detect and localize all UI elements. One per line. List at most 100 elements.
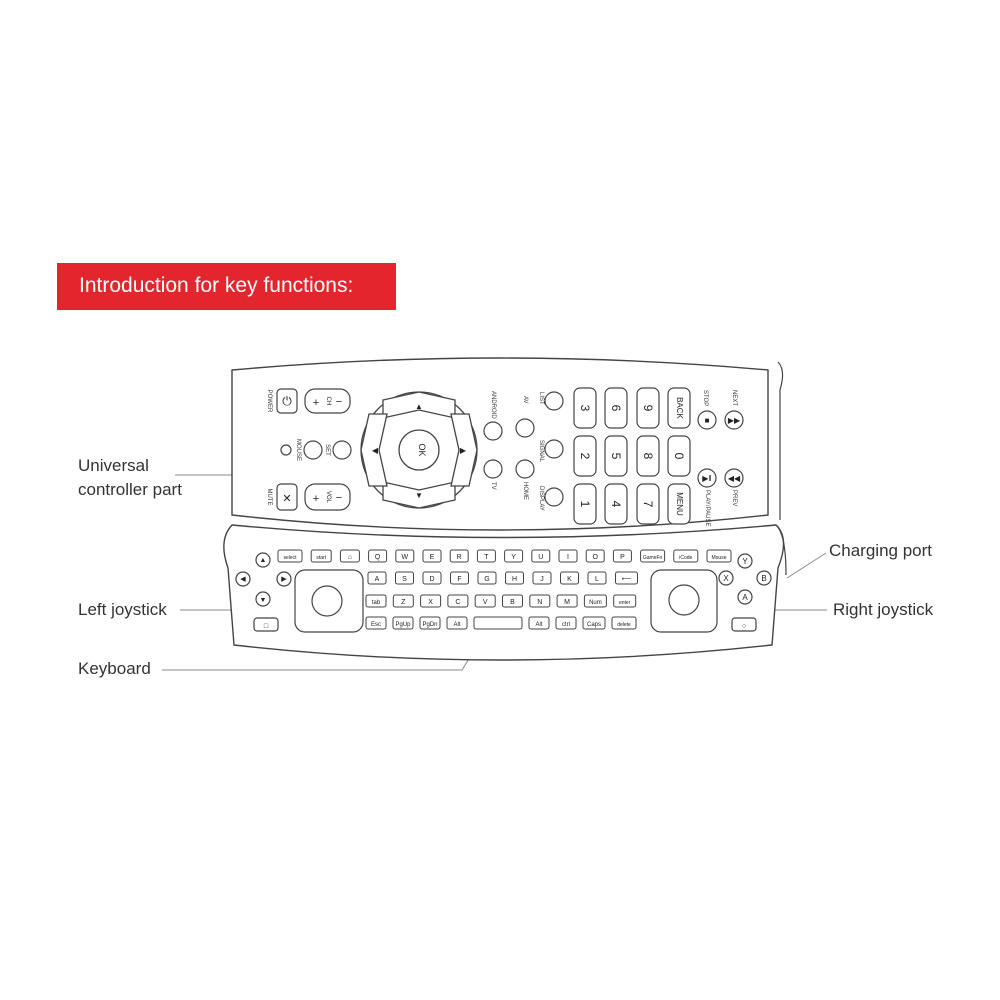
key-icode[interactable]	[673, 549, 699, 563]
key-c[interactable]	[447, 594, 469, 608]
key-num[interactable]	[583, 594, 607, 608]
home-button[interactable]	[515, 459, 535, 479]
key-delete[interactable]	[611, 616, 637, 630]
key-caps[interactable]	[582, 616, 606, 630]
key-y[interactable]	[504, 549, 524, 563]
key-o[interactable]	[585, 549, 605, 563]
key-select[interactable]	[277, 549, 303, 563]
face-button-a[interactable]	[737, 589, 753, 605]
key-e[interactable]	[422, 549, 442, 563]
left-joystick[interactable]	[311, 585, 343, 617]
key-label-y: Y	[511, 554, 516, 561]
num-key-8[interactable]	[636, 435, 660, 477]
key-m[interactable]	[556, 594, 578, 608]
key-s[interactable]	[395, 571, 414, 585]
vol-rocker[interactable]	[304, 483, 351, 511]
arrow-left-button[interactable]	[235, 571, 251, 587]
android-button[interactable]	[483, 421, 503, 441]
key-pgup[interactable]	[392, 616, 414, 630]
key-esc[interactable]	[365, 616, 387, 630]
key-mouse[interactable]	[706, 549, 732, 563]
key-h[interactable]	[505, 571, 524, 585]
indicator-led	[280, 444, 292, 456]
key-w[interactable]	[395, 549, 415, 563]
num-key-1[interactable]	[573, 483, 597, 525]
face-button-y[interactable]	[737, 553, 753, 569]
arrow-down-button[interactable]	[255, 591, 271, 607]
key-ctrl[interactable]	[555, 616, 577, 630]
num-key-3[interactable]	[573, 387, 597, 429]
key-symbol[interactable]	[615, 571, 638, 585]
set-button[interactable]	[332, 440, 352, 460]
next-button[interactable]	[724, 410, 744, 430]
key-j[interactable]	[532, 571, 552, 585]
num-key-0[interactable]	[667, 435, 691, 477]
list-button[interactable]	[544, 391, 564, 411]
ok-button[interactable]	[398, 429, 440, 471]
ch-rocker[interactable]	[304, 388, 351, 414]
space-bar[interactable]	[473, 616, 523, 630]
key-t[interactable]	[476, 549, 496, 563]
dpad-right[interactable]	[450, 413, 478, 487]
key-start[interactable]	[310, 549, 332, 563]
key-label-k: K	[567, 576, 572, 583]
key-g[interactable]	[477, 571, 497, 585]
key-f[interactable]	[450, 571, 469, 585]
key-symbol[interactable]	[339, 549, 360, 563]
circle-button[interactable]	[731, 617, 757, 632]
face-button-b[interactable]	[756, 570, 772, 586]
num-key-4[interactable]	[604, 483, 628, 525]
key-l[interactable]	[587, 571, 607, 585]
num-key-2[interactable]	[573, 435, 597, 477]
key-b[interactable]	[502, 594, 523, 608]
square-button[interactable]	[253, 617, 279, 632]
key-x[interactable]	[420, 594, 442, 608]
key-enter[interactable]	[613, 594, 637, 608]
key-i[interactable]	[558, 549, 578, 563]
arrow-up-button[interactable]	[255, 552, 271, 568]
key-a[interactable]	[367, 571, 387, 585]
key-label-b: B	[510, 599, 515, 606]
key-alt[interactable]	[528, 616, 550, 630]
key-z[interactable]	[392, 594, 414, 608]
prev-button[interactable]	[724, 468, 744, 488]
key-v[interactable]	[474, 594, 496, 608]
key-r[interactable]	[449, 549, 469, 563]
list-label: LIST	[538, 392, 544, 405]
vol-minus: −	[336, 492, 342, 504]
stop-button[interactable]	[697, 410, 717, 430]
key-gamefn[interactable]	[640, 549, 666, 563]
num-key-7[interactable]	[636, 483, 660, 525]
key-n[interactable]	[529, 594, 551, 608]
dpad-up-arrow: ▲	[415, 402, 423, 411]
av-button[interactable]	[515, 418, 535, 438]
key-pgdn[interactable]	[419, 616, 441, 630]
key-alt[interactable]	[446, 616, 468, 630]
arrow-right-button[interactable]	[276, 571, 292, 587]
key-k[interactable]	[560, 571, 579, 585]
right-joystick[interactable]	[668, 584, 700, 616]
signal-button[interactable]	[544, 439, 564, 459]
key-p[interactable]	[612, 549, 632, 563]
num-key-back[interactable]	[667, 387, 691, 429]
num-key-9[interactable]	[636, 387, 660, 429]
key-tab[interactable]	[365, 594, 387, 608]
key-q[interactable]	[368, 549, 388, 563]
dpad-down[interactable]	[382, 481, 456, 509]
dpad-left[interactable]	[360, 413, 388, 487]
num-key-5[interactable]	[604, 435, 628, 477]
mute-button[interactable]	[276, 483, 298, 511]
tv-button[interactable]	[483, 459, 503, 479]
num-key-menu[interactable]	[667, 483, 691, 525]
num-key-6[interactable]	[604, 387, 628, 429]
key-d[interactable]	[422, 571, 442, 585]
mouse-button[interactable]	[303, 440, 323, 460]
key-u[interactable]	[531, 549, 551, 563]
display-button[interactable]	[544, 487, 564, 507]
power-button[interactable]	[276, 388, 298, 414]
num-key-label-menu: MENU	[675, 492, 684, 516]
play-pause-button[interactable]	[697, 468, 717, 488]
face-button-x[interactable]	[718, 570, 734, 586]
num-key-label-2: 2	[578, 453, 592, 460]
